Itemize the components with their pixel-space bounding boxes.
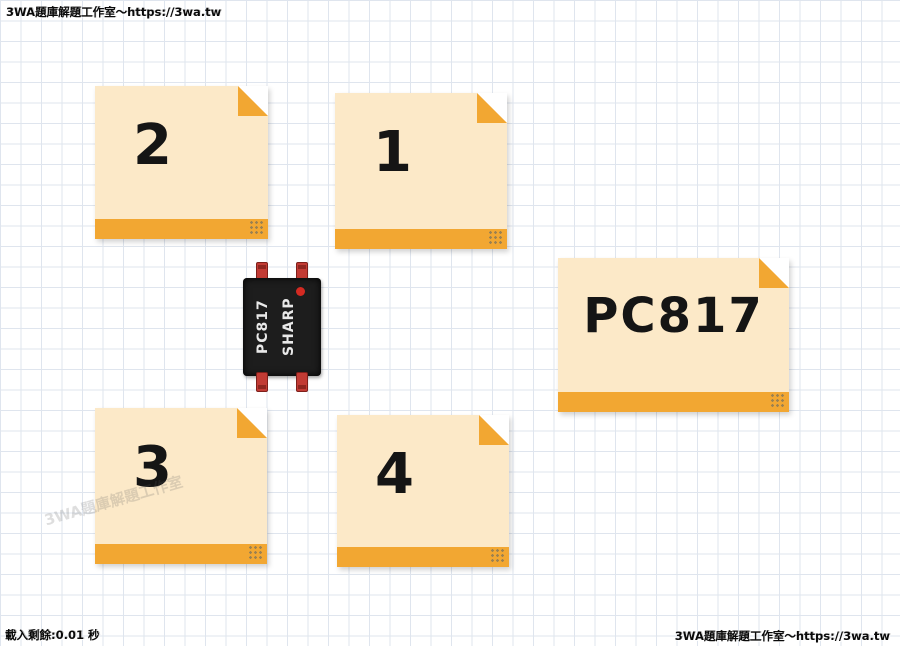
resize-handle-icon[interactable]	[490, 548, 505, 563]
note-bottom-strip	[558, 392, 789, 412]
watermark-top: 3WA題庫解題工作室～https://3wa.tw	[6, 5, 222, 19]
sticky-note-3[interactable]: 3	[95, 408, 267, 564]
sticky-note-1[interactable]: 1	[335, 93, 507, 249]
note-label: PC817	[583, 288, 764, 344]
sticky-note-2[interactable]: 2	[95, 86, 268, 239]
chip-pin-icon	[296, 372, 308, 392]
note-bottom-strip	[335, 229, 507, 249]
watermark-bottom-right: 3WA題庫解題工作室～https://3wa.tw	[674, 629, 890, 643]
chip-body: PC817 SHARP	[243, 278, 321, 376]
note-label: 2	[133, 113, 172, 178]
note-label: 1	[373, 120, 412, 185]
chip-model-label: PC817	[255, 299, 271, 355]
resize-handle-icon[interactable]	[488, 230, 503, 245]
resize-handle-icon[interactable]	[249, 220, 264, 235]
resize-handle-icon[interactable]	[248, 545, 263, 560]
note-bottom-strip	[337, 547, 509, 567]
pc817-chip-image[interactable]: PC817 SHARP	[243, 262, 321, 392]
loading-status: 載入剩餘:0.01 秒	[5, 628, 100, 642]
sticky-note-pc817[interactable]: PC817	[558, 258, 789, 412]
chip-pin1-dot-icon	[296, 287, 305, 296]
chip-brand-label: SHARP	[281, 297, 297, 357]
sticky-note-4[interactable]: 4	[337, 415, 509, 567]
note-label: 3	[133, 435, 172, 500]
note-label: 4	[375, 442, 414, 507]
resize-handle-icon[interactable]	[770, 393, 785, 408]
chip-pin-icon	[256, 372, 268, 392]
note-bottom-strip	[95, 544, 267, 564]
note-bottom-strip	[95, 219, 268, 239]
